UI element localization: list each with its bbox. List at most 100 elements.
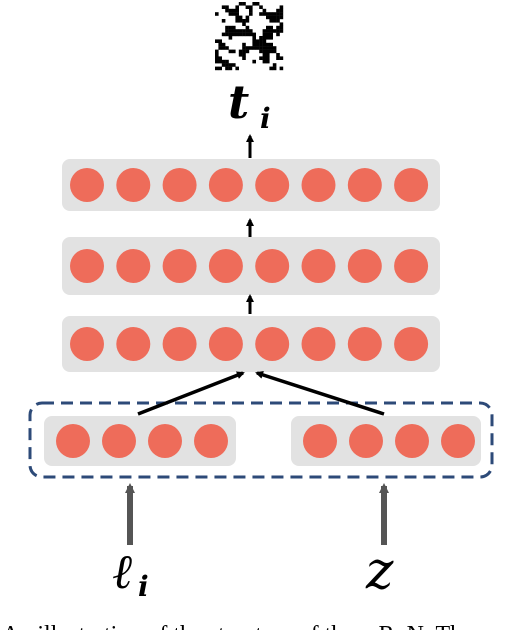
noise-pixel [238, 2, 243, 6]
output-label: t i [228, 75, 271, 135]
output-label-main: t [228, 75, 249, 129]
noise-pixel [215, 12, 219, 16]
noise-pixel [262, 53, 267, 57]
noise-pixel [238, 49, 243, 54]
noise-pixel [255, 2, 260, 6]
noise-pixel [242, 42, 246, 47]
noise-pixel [249, 32, 253, 37]
noise-pixel [245, 5, 250, 9]
noise-pixel [269, 19, 273, 23]
neuron-node [70, 168, 104, 202]
noise-pixel [266, 12, 270, 16]
neuron-node [208, 168, 243, 202]
noise-pixel [249, 12, 253, 16]
noise-pixel [269, 49, 273, 54]
hidden-layer-1 [62, 159, 440, 211]
noise-pixel [218, 46, 222, 50]
noise-pixel [232, 29, 236, 33]
noise-pixel [221, 46, 226, 50]
noise-pixel [218, 56, 222, 60]
neuron-node [194, 424, 228, 458]
noise-pixel [272, 46, 277, 50]
noise-pixel [272, 66, 277, 71]
noise-pixel [266, 42, 270, 47]
noise-pixel [279, 66, 284, 71]
noise-pixel [235, 8, 239, 13]
neuron-node [162, 327, 197, 361]
noise-pixel [266, 49, 270, 54]
noise-pixel [266, 56, 270, 60]
noise-pixel [228, 66, 233, 71]
noise-pixel [249, 46, 253, 50]
noise-pixel [279, 5, 284, 9]
noise-pixel [225, 66, 229, 71]
noise-pixel [259, 36, 263, 40]
noise-pixel [235, 32, 239, 37]
noise-pixel [218, 59, 222, 64]
noise-pixel [238, 29, 243, 33]
noise-pixel [252, 39, 256, 43]
noise-pixel [259, 39, 263, 43]
arrow-right-input-to-layer1 [255, 371, 385, 416]
noise-pixel [221, 32, 226, 37]
neuron-node [56, 424, 90, 458]
input-groups [44, 416, 481, 466]
noise-pixel [266, 53, 270, 57]
noise-pixel [279, 12, 284, 16]
noise-pixel [262, 36, 267, 40]
arrow-left-input-to-layer1 [137, 371, 245, 416]
noise-pixel [276, 19, 280, 23]
noise-pixel [276, 25, 280, 30]
noise-pixel [262, 59, 267, 64]
noise-pixel [245, 49, 250, 54]
noise-pixel [259, 56, 263, 60]
noise-pixel [262, 39, 267, 43]
noise-pixel [245, 32, 250, 37]
neuron-node [116, 249, 151, 283]
noise-pixel [252, 2, 256, 6]
noise-pixel [232, 12, 236, 16]
noise-pixel [225, 25, 229, 30]
noise-pixel [235, 19, 239, 23]
noise-pixel [215, 59, 219, 64]
noise-pixel [235, 66, 239, 71]
noise-pixel [245, 29, 250, 33]
noise-pixel [215, 56, 219, 60]
neuron-node [255, 168, 290, 202]
noise-pixel [262, 32, 267, 37]
noise-pixel [279, 25, 284, 30]
noise-pixel [232, 49, 236, 54]
noise-pixel [259, 12, 263, 16]
noise-pixel [249, 5, 253, 9]
noise-pixel [266, 15, 270, 20]
neuron-node [347, 168, 382, 202]
noise-pixel [269, 66, 273, 71]
noise-pixel [255, 46, 260, 50]
noise-pixel [238, 32, 243, 37]
noise-pixel [252, 46, 256, 50]
noise-pixel [242, 49, 246, 54]
noise-pixel [266, 29, 270, 33]
noise-pixel [266, 46, 270, 50]
noise-pixel [262, 56, 267, 60]
neuron-node [162, 168, 197, 202]
noise-pixel [276, 29, 280, 33]
noise-pixel [249, 29, 253, 33]
layer-background [291, 416, 481, 466]
noise-pixel [262, 12, 267, 16]
neuron-node [349, 424, 383, 458]
noise-pixel [218, 39, 222, 43]
noise-pixel [259, 42, 263, 47]
noise-pixel [225, 63, 229, 67]
noise-pixel [215, 66, 219, 71]
noise-pixel [279, 22, 284, 26]
neuron-node [255, 327, 290, 361]
noise-pixel [221, 59, 226, 64]
noise-pixel [262, 29, 267, 33]
noise-texture-icon [215, 2, 284, 71]
noise-pixel [228, 8, 233, 13]
noise-pixel [225, 8, 229, 13]
noise-pixel [279, 15, 284, 20]
noise-pixel [252, 59, 256, 64]
layer-background [62, 237, 440, 295]
